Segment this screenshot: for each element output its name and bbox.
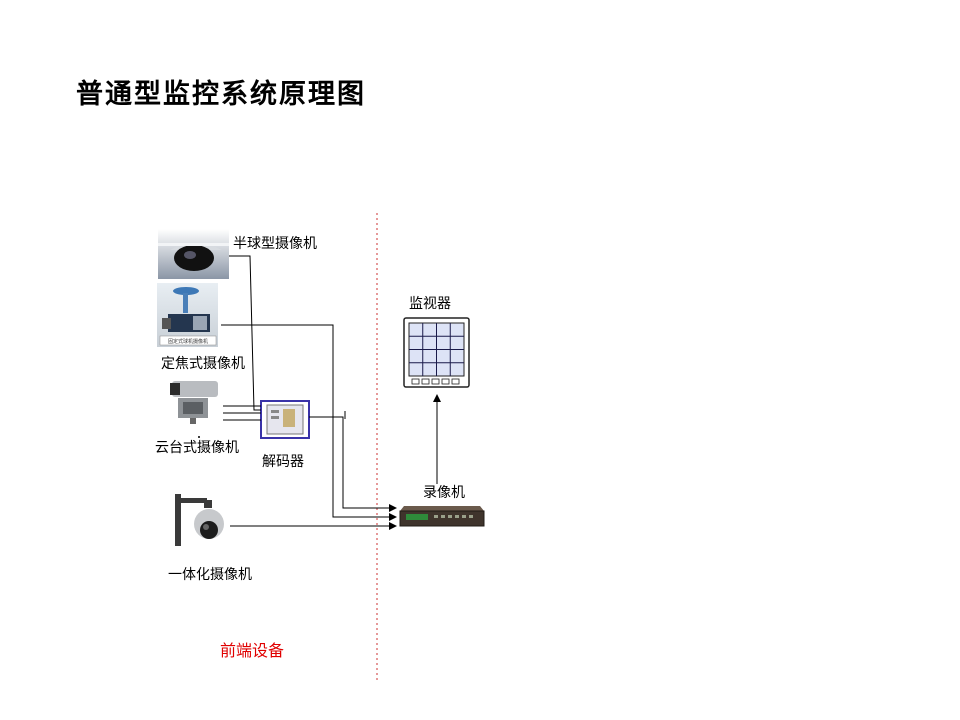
fixed-camera-label: 定焦式摄像机 — [161, 356, 245, 372]
fixed-to-recorder-cable — [221, 324, 397, 521]
decoder-to-recorder-cable — [309, 416, 397, 512]
ptz-camera-image — [166, 378, 223, 426]
decoder-image — [260, 400, 310, 439]
monitor-label: 监视器 — [409, 296, 451, 312]
recorder-label: 录像机 — [423, 485, 465, 501]
dome-camera-label: 半球型摄像机 — [233, 236, 317, 252]
frontend-equipment-label: 前端设备 — [220, 641, 285, 660]
ptz-dot — [198, 436, 200, 438]
ptz-camera-label: 云台式摄像机 — [155, 440, 239, 456]
integrated-camera-label: 一体化摄像机 — [168, 567, 252, 583]
decoder-label: 解码器 — [262, 454, 304, 470]
monitor-image — [403, 317, 470, 388]
recorder-image — [399, 506, 485, 527]
dome-to-decoder-cable — [229, 255, 261, 411]
integrated-camera-image — [172, 492, 230, 546]
fixed-camera-image: 固定式球机摄像机 — [157, 283, 218, 347]
fixed-camera-plate: 固定式球机摄像机 — [168, 338, 208, 345]
dome-camera-image — [158, 229, 229, 279]
page-title: 普通型监控系统原理图 — [76, 79, 366, 110]
